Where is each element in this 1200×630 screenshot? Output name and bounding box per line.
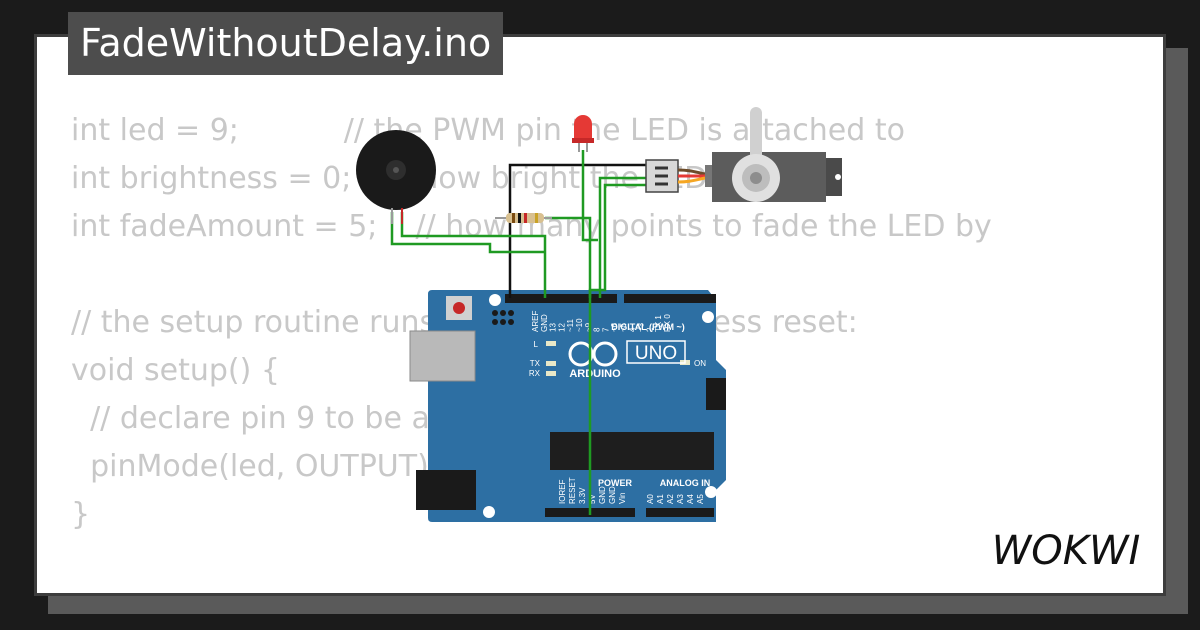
red-led[interactable] xyxy=(572,115,594,152)
wires xyxy=(390,150,650,515)
arduino-uno-board[interactable]: UNO ARDUINO DIGITAL (PWM ~) POWER ANALOG… xyxy=(409,290,726,522)
pin-label: RESET xyxy=(568,477,577,504)
pin-label: A3 xyxy=(676,494,685,504)
power-label: POWER xyxy=(598,478,633,488)
pin-label: GND xyxy=(608,486,617,504)
wire-buzzer xyxy=(400,212,547,298)
rx-led xyxy=(546,371,556,376)
board-model-label: UNO xyxy=(635,343,677,364)
pin-label: A5 xyxy=(696,494,705,504)
pin-label: Vin xyxy=(618,493,627,504)
pin-label: AREF xyxy=(531,311,540,332)
atmega-chip xyxy=(550,432,714,470)
usb-port xyxy=(409,330,476,382)
power-jack xyxy=(416,470,476,510)
servo-motor[interactable] xyxy=(645,107,842,202)
tx-led xyxy=(546,361,556,366)
wire-led xyxy=(581,150,598,242)
svg-text:L: L xyxy=(534,340,539,349)
wire-servo-power xyxy=(588,183,650,515)
pin-label: ~9 xyxy=(584,322,593,332)
svg-text:TX: TX xyxy=(530,359,541,368)
pin-label: A4 xyxy=(686,494,695,504)
pin-label: ~3 xyxy=(637,322,646,332)
pin-label: 7 xyxy=(601,327,610,332)
project-title[interactable]: FadeWithoutDelay.ino xyxy=(68,12,504,75)
analog-label: ANALOG IN xyxy=(660,478,711,488)
pin-label: 5V xyxy=(588,494,597,504)
wire-gnd-black xyxy=(508,163,650,298)
pin-label: A0 xyxy=(646,494,655,504)
pin-label: TX 1 xyxy=(654,315,663,332)
icsp-header xyxy=(492,310,514,325)
svg-text:ON: ON xyxy=(694,359,706,368)
svg-text:WOKWI: WOKWI xyxy=(992,528,1141,574)
arduino-logo xyxy=(568,341,618,367)
code-line: } xyxy=(71,497,91,532)
wire-servo-signal xyxy=(598,176,650,298)
resistor[interactable] xyxy=(495,213,552,223)
digital-label: DIGITAL (PWM ~) xyxy=(611,322,684,332)
board-brand-label: ARDUINO xyxy=(569,368,621,380)
pin-label: ~6 xyxy=(610,322,619,332)
digital-header-right xyxy=(624,294,716,303)
wire-buzzer-2 xyxy=(390,212,545,254)
analog-header xyxy=(646,508,714,517)
wokwi-logo: WOKWI xyxy=(992,528,1141,574)
pin-label: ~11 xyxy=(566,318,575,332)
svg-text:RX: RX xyxy=(529,369,541,378)
pin-label: 13 xyxy=(549,323,558,332)
wire-resistor xyxy=(545,216,592,298)
pin-label: IOREF xyxy=(558,479,567,504)
pin-label: 4 xyxy=(628,327,637,332)
piezo-buzzer[interactable] xyxy=(356,130,436,224)
pin-label: 2 xyxy=(645,327,654,332)
code-line: void setup() { xyxy=(71,353,280,388)
pin-label: RX 0 xyxy=(663,314,672,332)
digital-header-left xyxy=(505,294,617,303)
l-led xyxy=(546,341,556,346)
pin-label: ~10 xyxy=(575,318,584,332)
pin-label: 3.3V xyxy=(578,487,587,504)
pin-label: 8 xyxy=(593,327,602,332)
pin-label: GND xyxy=(540,314,549,332)
pin-label: 12 xyxy=(557,323,566,332)
pin-label: A1 xyxy=(656,494,665,504)
pin-label: A2 xyxy=(666,494,675,504)
code-line: pinMode(led, OUTPUT); xyxy=(71,449,439,484)
pin-label: ~5 xyxy=(619,322,628,332)
pin-label: GND xyxy=(598,486,607,504)
